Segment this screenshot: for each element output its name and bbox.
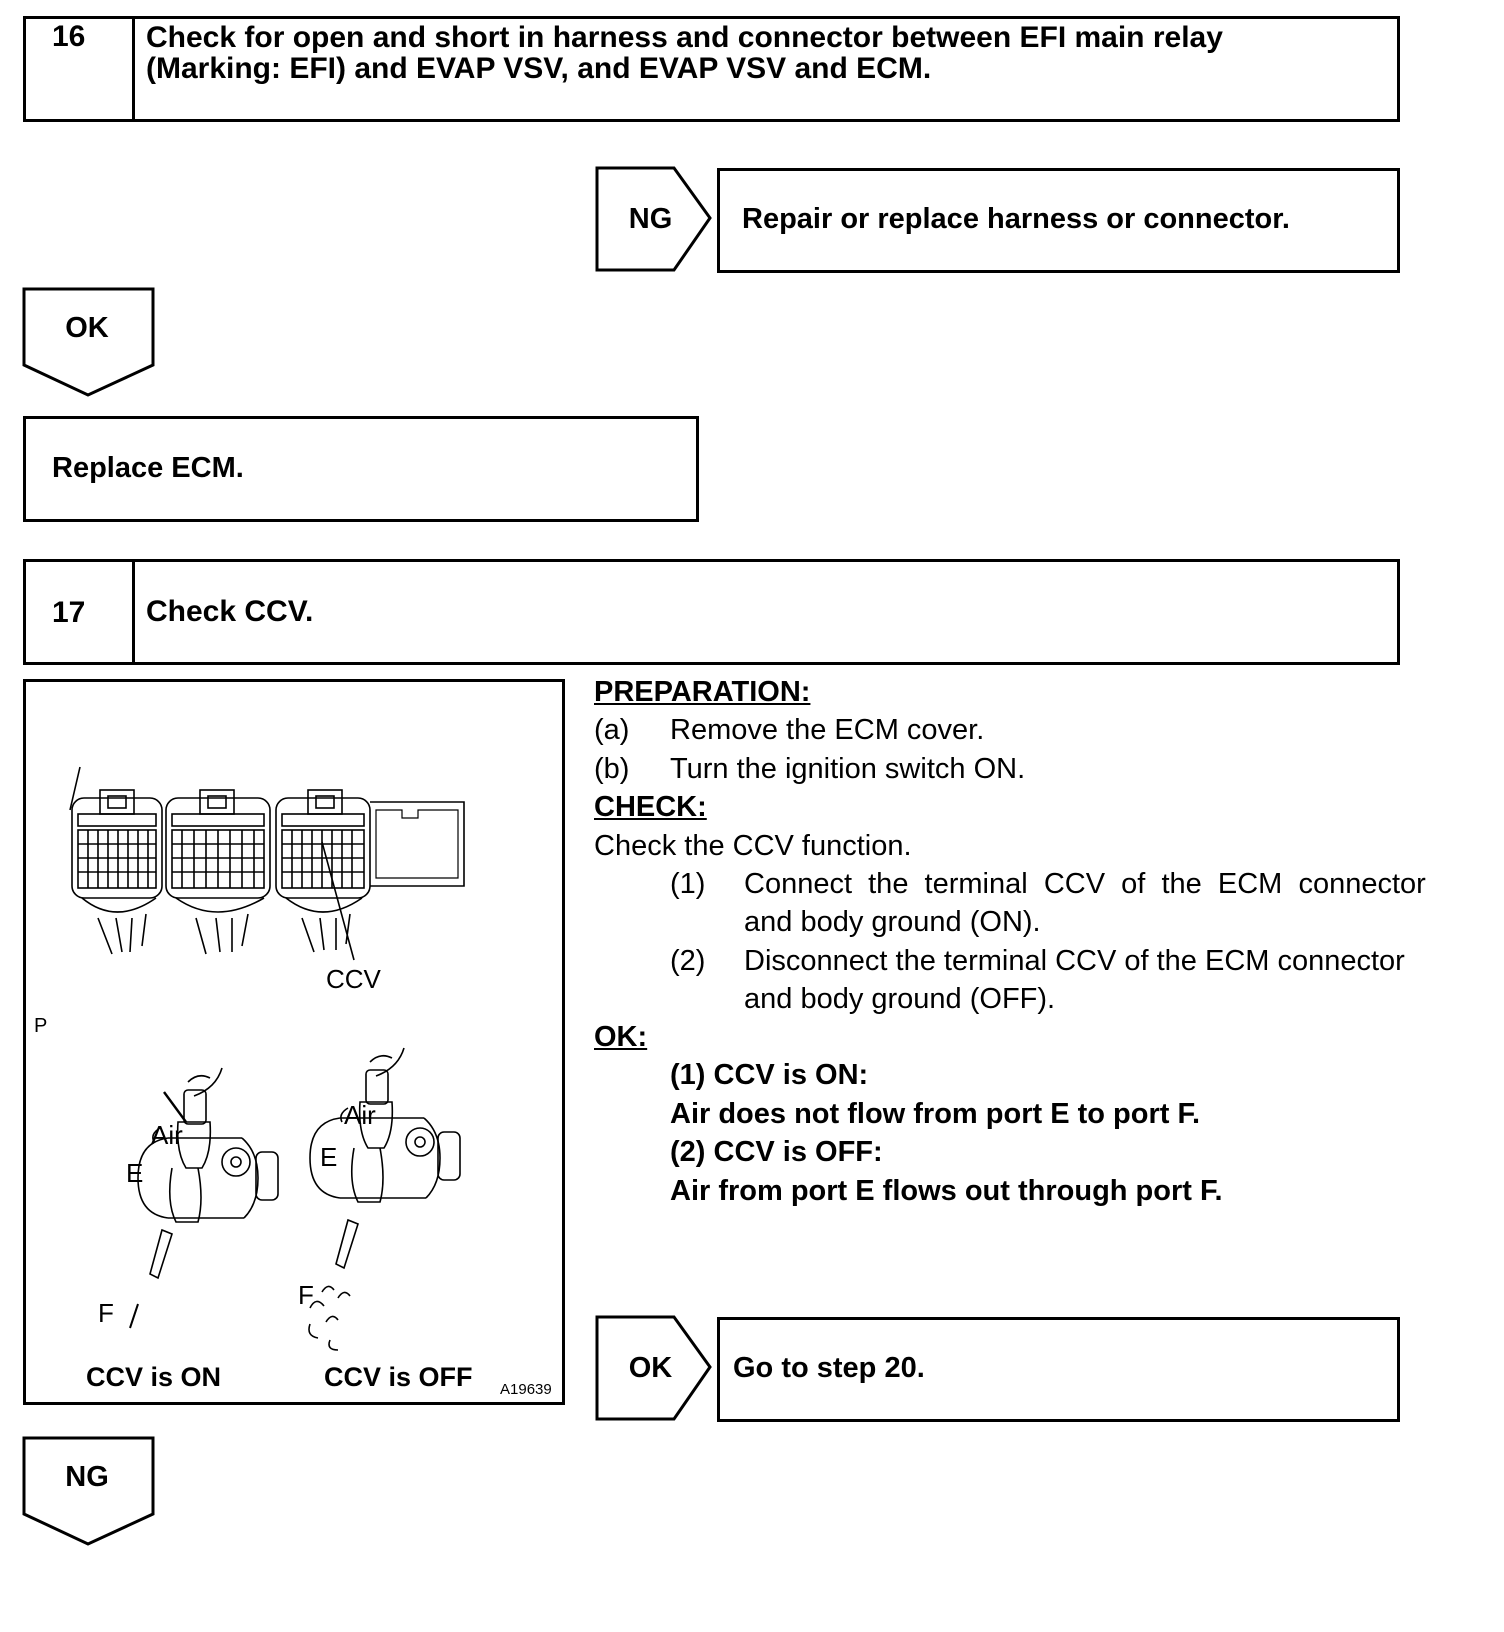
- figure-caption-off: CCV is OFF: [324, 1362, 473, 1392]
- figure-label-f-left: F: [98, 1298, 114, 1328]
- ccv-valve-off: [308, 1047, 461, 1351]
- step17-number: 17: [52, 596, 86, 629]
- step16-ok-result-text: Replace ECM.: [52, 452, 244, 484]
- step16-number-divider: [132, 19, 135, 119]
- ok-1-text: Air does not flow from port E to port F.: [670, 1098, 1201, 1130]
- ok-heading: OK:: [594, 1021, 648, 1053]
- step17-ok-flag: [595, 1315, 712, 1421]
- figure-label-e-left: E: [126, 1158, 143, 1188]
- step16-header: [23, 16, 1400, 122]
- check-2-marker: (2): [670, 945, 706, 977]
- check-1-marker: (1): [670, 868, 706, 900]
- figure-label-air-left: Air: [151, 1120, 183, 1150]
- step17-ng-label: NG: [65, 1461, 109, 1493]
- ccv-figure-illustration: CCV P Air E F Air E F CCV is ON CCV is O…: [34, 766, 552, 1398]
- check-1-line2: and body ground (ON).: [744, 906, 1041, 938]
- step16-title-line2: (Marking: EFI) and EVAP VSV, and EVAP VS…: [146, 52, 932, 85]
- step17-ok-label: OK: [628, 1352, 673, 1384]
- step16-ng-flag: [595, 166, 712, 272]
- figure-label-ccv: CCV: [326, 964, 382, 994]
- figure-label-f-right: F: [298, 1280, 314, 1310]
- step17-header: [23, 559, 1400, 665]
- step17-ok-result-text: Go to step 20.: [733, 1352, 925, 1384]
- step17-number-divider: [132, 562, 135, 662]
- prep-b-marker: (b): [594, 753, 630, 785]
- check-intro: Check the CCV function.: [594, 830, 912, 862]
- prep-b-text: Turn the ignition switch ON.: [670, 753, 1026, 785]
- check-2-line2: and body ground (OFF).: [744, 983, 1056, 1015]
- figure-label-air-right: Air: [344, 1100, 376, 1130]
- step16-ng-label: NG: [628, 203, 673, 235]
- step17-ng-flag: [22, 1436, 155, 1546]
- step16-ng-result-text: Repair or replace harness or connector.: [742, 203, 1290, 235]
- preparation-heading: PREPARATION:: [594, 676, 811, 708]
- step16-number: 16: [52, 20, 86, 53]
- step16-ok-result-box: [23, 416, 699, 522]
- ccv-valve-on: [129, 1067, 279, 1329]
- ecm-connector-1: [71, 789, 163, 955]
- check-2-line1: Disconnect the terminal CCV of the ECM c…: [744, 945, 1405, 977]
- step16-ng-result-box: [717, 168, 1400, 273]
- step16-ok-flag: [22, 287, 155, 397]
- ecm-connector-2: [165, 789, 271, 955]
- step17-ok-result-box: [717, 1317, 1400, 1422]
- check-heading: CHECK:: [594, 791, 707, 823]
- figure-caption-on: CCV is ON: [86, 1362, 221, 1392]
- prep-a-text: Remove the ECM cover.: [670, 714, 985, 746]
- check-1-line1: Connect the terminal CCV of the ECM conn…: [744, 868, 1426, 900]
- step17-title: Check CCV.: [146, 595, 314, 628]
- ok-2-title: (2) CCV is OFF:: [670, 1136, 883, 1168]
- step16-title-line1: Check for open and short in harness and …: [146, 21, 1223, 54]
- step16-ok-label: OK: [65, 312, 109, 344]
- prep-a-marker: (a): [594, 714, 630, 746]
- figure-id: A19639: [500, 1381, 552, 1398]
- ccv-figure: [23, 679, 565, 1405]
- figure-label-e-right: E: [320, 1142, 337, 1172]
- figure-label-p: P: [34, 1015, 47, 1037]
- ok-1-title: (1) CCV is ON:: [670, 1059, 869, 1091]
- ok-2-text: Air from port E flows out through port F…: [670, 1175, 1223, 1207]
- ecm-connector-3: [275, 789, 371, 953]
